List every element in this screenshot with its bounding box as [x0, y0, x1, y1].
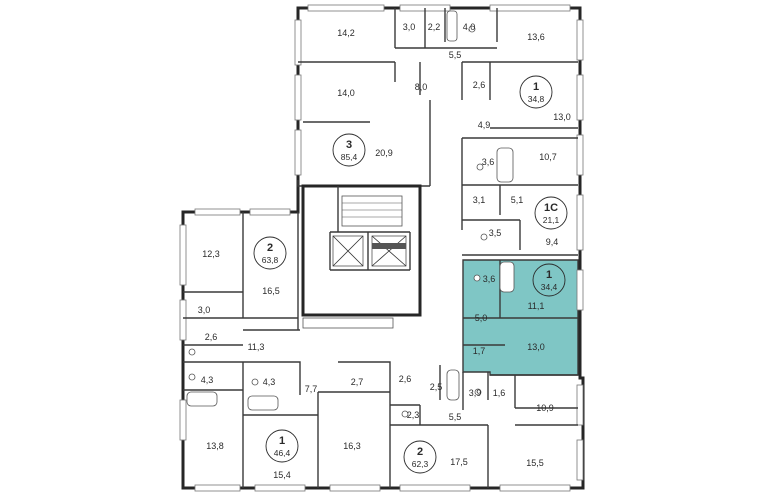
- room-area: 2,6: [399, 374, 412, 384]
- room-area: 3,1: [473, 195, 486, 205]
- interior-walls: [183, 8, 578, 488]
- room-area: 3,5: [489, 228, 502, 238]
- apartment-marker[interactable]: 3 85,4: [332, 133, 366, 167]
- room-area: 13,0: [527, 342, 545, 352]
- room-area: 1,6: [493, 388, 506, 398]
- apartment-marker[interactable]: 2 62,3: [403, 440, 437, 474]
- svg-text:2: 2: [417, 446, 423, 458]
- room-area: 20,9: [375, 148, 393, 158]
- room-area: 11,3: [248, 342, 265, 352]
- room-area: 8,0: [415, 82, 428, 92]
- bathroom-fixtures: [186, 10, 515, 418]
- room-area: 3,0: [198, 305, 211, 315]
- room-area: 2,7: [351, 377, 364, 387]
- apartment-marker[interactable]: 1С 21,1: [534, 196, 568, 230]
- svg-text:34,4: 34,4: [541, 282, 558, 292]
- room-labels: 14,2 3,0 2,2 4,0 13,6 5,5 14,0 8,0 2,6 1…: [198, 22, 571, 480]
- room-area: 10,7: [539, 152, 557, 162]
- room-area: 5,1: [511, 195, 524, 205]
- room-area: 3,6: [483, 274, 496, 284]
- room-area: 13,0: [553, 112, 571, 122]
- svg-text:1: 1: [279, 435, 285, 447]
- room-area: 13,6: [527, 32, 545, 42]
- svg-text:1: 1: [533, 81, 539, 93]
- room-area: 5,5: [449, 50, 462, 60]
- room-area: 5,5: [449, 412, 462, 422]
- stairs: [341, 195, 403, 227]
- room-area: 3,6: [482, 157, 495, 167]
- room-area: 4,0: [463, 22, 476, 32]
- svg-text:21,1: 21,1: [543, 215, 560, 225]
- room-area: 17,5: [450, 457, 468, 467]
- room-area: 16,3: [343, 441, 361, 451]
- room-area: 2,6: [473, 80, 486, 90]
- apartment-markers[interactable]: 1 34,8 3 85,4 1С 21,1 2 63,8 1 34,4 1 46…: [253, 75, 568, 474]
- apartment-marker[interactable]: 1 46,4: [265, 429, 299, 463]
- room-area: 11,1: [528, 301, 545, 311]
- room-area: 13,8: [206, 441, 224, 451]
- room-area: 2,3: [407, 410, 420, 420]
- room-area: 16,5: [262, 286, 280, 296]
- room-area: 3,0: [403, 22, 416, 32]
- room-area: 4,9: [478, 120, 491, 130]
- svg-text:62,3: 62,3: [412, 459, 429, 469]
- room-area: 1,7: [473, 346, 486, 356]
- apartment-marker[interactable]: 2 63,8: [253, 236, 287, 270]
- svg-text:46,4: 46,4: [274, 448, 291, 458]
- room-area: 9,4: [546, 237, 559, 247]
- svg-text:85,4: 85,4: [341, 152, 358, 162]
- svg-text:1: 1: [546, 269, 552, 281]
- svg-text:63,8: 63,8: [262, 255, 279, 265]
- room-area: 12,3: [202, 249, 220, 259]
- room-area: 4,3: [263, 377, 276, 387]
- room-area: 4,3: [201, 375, 214, 385]
- svg-text:1С: 1С: [544, 202, 558, 214]
- room-area: 15,5: [526, 458, 544, 468]
- apartment-marker[interactable]: 1 34,8: [519, 75, 553, 109]
- apartment-marker-selected[interactable]: 1 34,4: [532, 263, 566, 297]
- svg-text:2: 2: [267, 242, 273, 254]
- room-area: 15,4: [273, 470, 291, 480]
- room-area: 10,9: [536, 403, 554, 413]
- room-area: 2,6: [205, 332, 218, 342]
- elevators: [332, 235, 407, 267]
- room-area: 7,7: [305, 384, 318, 394]
- room-area: 14,0: [337, 88, 355, 98]
- svg-text:34,8: 34,8: [528, 94, 545, 104]
- room-area: 5,0: [475, 313, 488, 323]
- room-area: 2,5: [430, 382, 443, 392]
- room-area: 14,2: [337, 28, 355, 38]
- room-area: 3,9: [469, 388, 482, 398]
- svg-text:3: 3: [346, 139, 352, 151]
- room-area: 2,2: [428, 22, 441, 32]
